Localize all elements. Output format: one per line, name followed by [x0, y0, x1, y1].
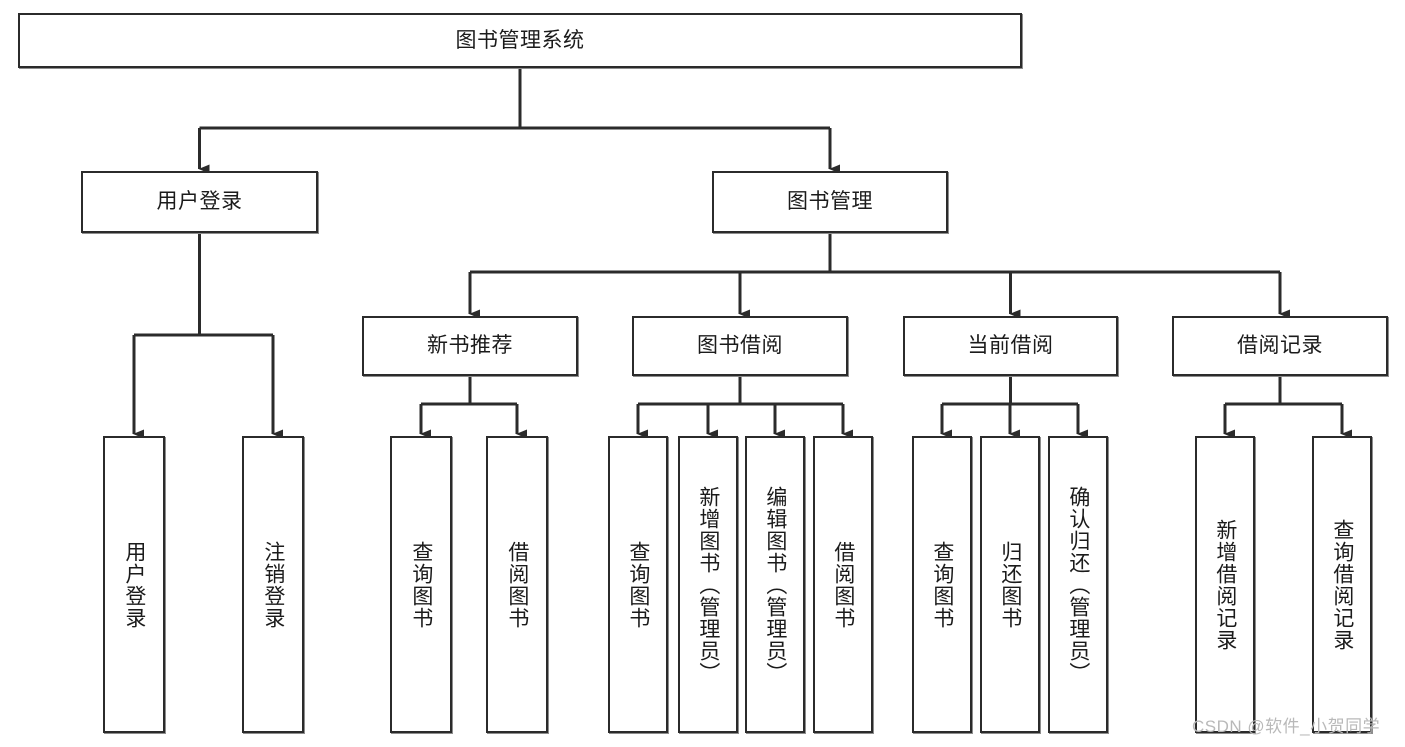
node-label-leaf-edit-book: 编辑图书（管理员） — [763, 485, 787, 684]
node-label-leaf-borrow-book-2: 借阅图书 — [831, 540, 855, 629]
node-label-user-login: 用户登录 — [156, 190, 243, 214]
node-leaf-borrow-book-1[interactable]: 借阅图书 — [486, 436, 548, 733]
node-label-leaf-add-record: 新增借阅记录 — [1213, 518, 1237, 651]
node-label-leaf-query-book-1: 查询图书 — [409, 540, 433, 629]
node-leaf-edit-book[interactable]: 编辑图书（管理员） — [745, 436, 805, 733]
node-label-book-borrow: 图书借阅 — [697, 334, 783, 358]
node-label-leaf-borrow-book-1: 借阅图书 — [505, 540, 529, 629]
node-label-leaf-user-login: 用户登录 — [122, 540, 146, 629]
node-user-login[interactable]: 用户登录 — [81, 171, 318, 233]
node-new-book-rec[interactable]: 新书推荐 — [362, 316, 578, 376]
node-book-borrow[interactable]: 图书借阅 — [632, 316, 848, 376]
node-label-new-book-rec: 新书推荐 — [427, 334, 513, 358]
node-leaf-return-book[interactable]: 归还图书 — [980, 436, 1040, 733]
edge-paths — [132, 68, 1352, 439]
node-borrow-record[interactable]: 借阅记录 — [1172, 316, 1388, 376]
node-label-leaf-confirm-return: 确认归还（管理员） — [1066, 485, 1090, 684]
node-label-borrow-record: 借阅记录 — [1237, 334, 1323, 358]
node-leaf-confirm-return[interactable]: 确认归还（管理员） — [1048, 436, 1108, 733]
node-label-leaf-add-book: 新增图书（管理员） — [696, 485, 720, 684]
node-label-current-borrow: 当前借阅 — [967, 334, 1054, 358]
node-label-leaf-return-book: 归还图书 — [998, 540, 1022, 629]
node-leaf-user-login[interactable]: 用户登录 — [103, 436, 165, 733]
node-root[interactable]: 图书管理系统 — [18, 13, 1022, 68]
node-label-leaf-query-book-3: 查询图书 — [930, 540, 954, 629]
node-label-root: 图书管理系统 — [455, 28, 585, 52]
node-leaf-query-record[interactable]: 查询借阅记录 — [1312, 436, 1372, 733]
node-label-book-mgmt: 图书管理 — [787, 190, 873, 214]
node-label-leaf-query-record: 查询借阅记录 — [1330, 518, 1354, 651]
node-leaf-add-book[interactable]: 新增图书（管理员） — [678, 436, 738, 733]
node-leaf-logout[interactable]: 注销登录 — [242, 436, 304, 733]
node-current-borrow[interactable]: 当前借阅 — [903, 316, 1118, 376]
node-leaf-query-book-1[interactable]: 查询图书 — [390, 436, 452, 733]
node-leaf-query-book-3[interactable]: 查询图书 — [912, 436, 972, 733]
node-book-mgmt[interactable]: 图书管理 — [712, 171, 948, 233]
node-leaf-borrow-book-2[interactable]: 借阅图书 — [813, 436, 873, 733]
node-label-leaf-logout: 注销登录 — [261, 540, 285, 629]
node-leaf-add-record[interactable]: 新增借阅记录 — [1195, 436, 1255, 733]
node-label-leaf-query-book-2: 查询图书 — [626, 540, 650, 629]
node-leaf-query-book-2[interactable]: 查询图书 — [608, 436, 668, 733]
